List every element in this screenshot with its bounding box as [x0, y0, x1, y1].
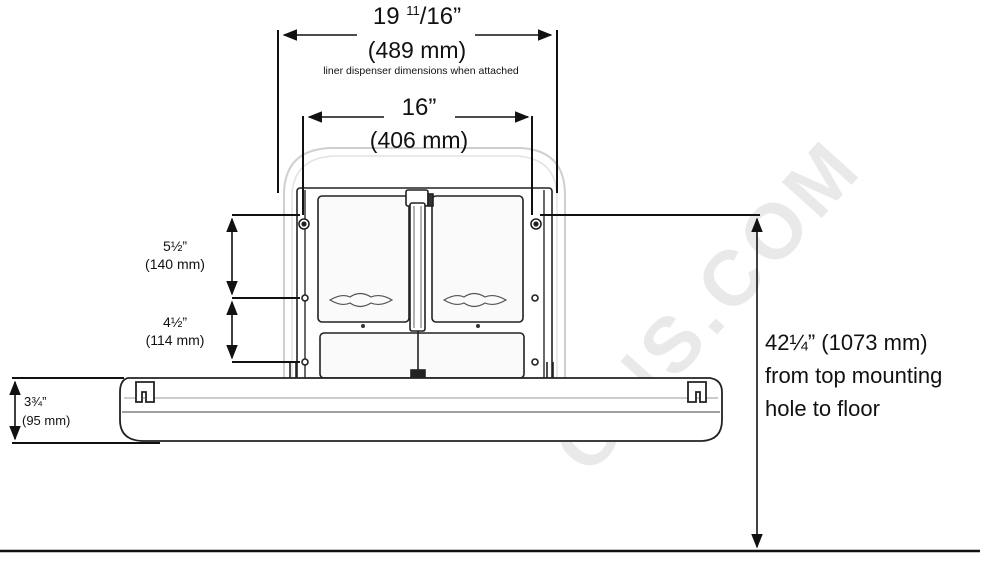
upper-spacing-metric: (140 mm): [145, 256, 205, 272]
liner-width-metric: (489 mm): [367, 37, 467, 63]
liner-width-note: liner dispenser dimensions when attached: [323, 65, 519, 77]
unit-width-imperial: 16”: [401, 94, 437, 121]
extension-lines: [12, 30, 760, 444]
lower-spacing-imperial: 4½”: [162, 314, 188, 330]
liner-width-imperial: 19 11/16”: [372, 3, 462, 30]
liner-dispenser-outline: [283, 147, 566, 380]
height-line-2: from top mounting: [765, 363, 943, 388]
bed-depth-metric: (95 mm): [22, 413, 71, 428]
upper-spacing-imperial: 5½”: [162, 238, 188, 254]
unit-width-metric: (406 mm): [369, 127, 469, 153]
bed-depth-imperial: 3¾”: [24, 394, 47, 409]
height-line-1: 42¼” (1073 mm): [765, 330, 928, 355]
changing-bed: [119, 377, 723, 442]
mounting-holes: [298, 218, 542, 366]
dimension-arrows: [9, 29, 763, 549]
height-line-3: hole to floor: [765, 396, 880, 421]
lower-spacing-metric: (114 mm): [145, 332, 205, 348]
center-strut: [405, 189, 434, 379]
